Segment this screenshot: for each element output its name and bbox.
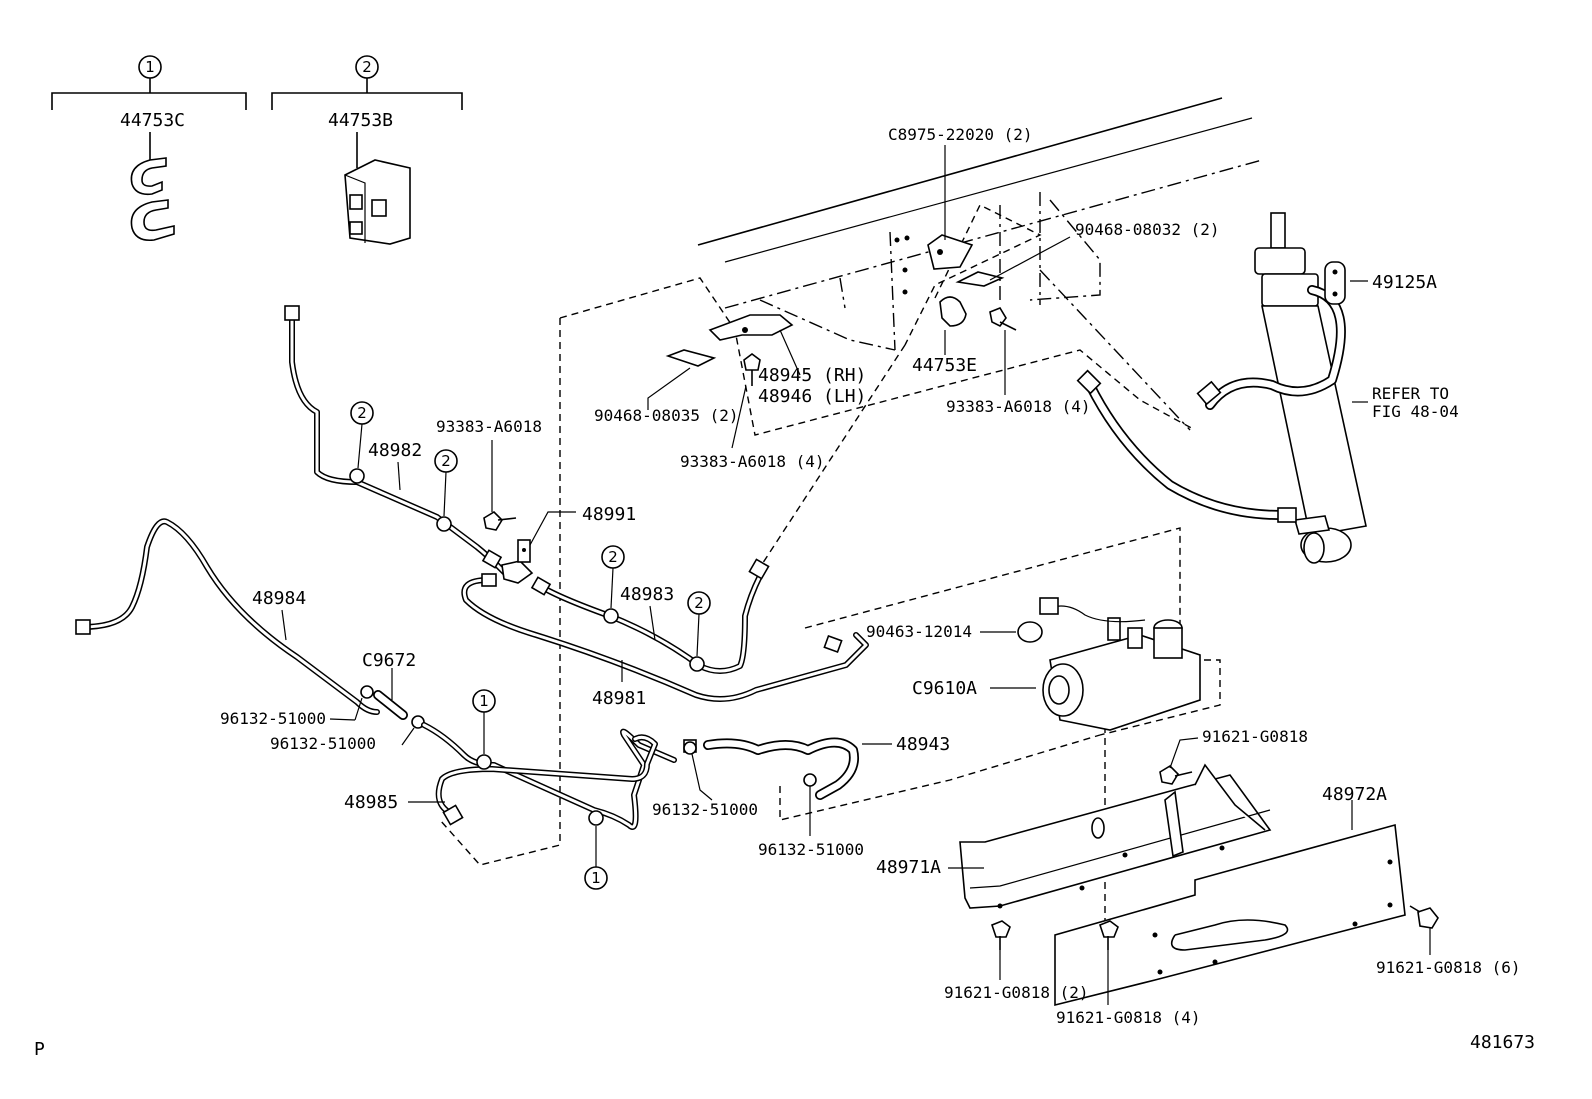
hose-to-cylinder bbox=[1076, 369, 1297, 523]
clamp-90463-12014 bbox=[980, 621, 1043, 643]
part-91621-4-label: 91621-G0818 (4) bbox=[1056, 1008, 1201, 1027]
dashed-reference-lines bbox=[439, 204, 1221, 930]
refer-to-label: REFER TO bbox=[1372, 384, 1449, 403]
part-96132-d-label: 96132-51000 bbox=[758, 840, 864, 859]
group-key-2-number: 2 bbox=[362, 58, 372, 76]
part-48982-label: 48982 bbox=[368, 440, 422, 461]
clip-44753B-icon bbox=[344, 159, 411, 245]
vehicle-frame-outline bbox=[697, 97, 1263, 431]
part-90468-08032-label: 90468-08032 (2) bbox=[1075, 220, 1220, 239]
part-48946-label: 48946 (LH) bbox=[758, 386, 866, 407]
part-C9672-label: C9672 bbox=[362, 650, 416, 671]
bracket-48972A bbox=[1054, 800, 1406, 1007]
part-93383-left-label: 93383-A6018 bbox=[436, 417, 542, 436]
part-49125A-label: 49125A bbox=[1372, 272, 1437, 293]
bolt-91621-top bbox=[1159, 737, 1199, 785]
bracket-48945 bbox=[708, 314, 801, 376]
bolt-93383-mid bbox=[731, 353, 761, 449]
part-90468-08035-label: 90468-08035 (2) bbox=[594, 406, 739, 425]
part-48983-label: 48983 bbox=[620, 584, 674, 605]
hose-c9672 bbox=[373, 668, 408, 720]
bolt-93383-left bbox=[483, 440, 517, 531]
pipe-48985 bbox=[421, 722, 697, 830]
part-91621-2-label: 91621-G0818 (2) bbox=[944, 983, 1089, 1002]
callout-1-b: 1 bbox=[591, 869, 601, 887]
part-96132-a-label: 96132-51000 bbox=[220, 709, 326, 728]
callout-2-a: 2 bbox=[357, 404, 367, 422]
part-48945-label: 48945 (RH) bbox=[758, 365, 866, 386]
pipe-48984 bbox=[75, 518, 380, 715]
group-key-2: 2 44753B bbox=[271, 55, 463, 245]
bolt-91621-6 bbox=[1409, 905, 1439, 955]
part-90463-label: 90463-12014 bbox=[866, 622, 972, 641]
pipe-48983 bbox=[530, 558, 770, 674]
part-44753B-label: 44753B bbox=[328, 110, 393, 131]
clamp-96132-d bbox=[803, 773, 817, 836]
part-93383-right-label: 93383-A6018 (4) bbox=[946, 397, 1091, 416]
bolt-91621-4 bbox=[1099, 920, 1119, 1005]
plate-49125A bbox=[1324, 261, 1368, 305]
bracket-48971A bbox=[959, 763, 1272, 909]
part-48985-label: 48985 bbox=[344, 792, 398, 813]
bracket-c8975 bbox=[927, 145, 974, 270]
cylinder-assembly bbox=[1196, 212, 1367, 564]
clip-90468-08035 bbox=[647, 349, 717, 410]
part-48972A-label: 48972A bbox=[1322, 784, 1387, 805]
clamp-96132-a bbox=[354, 685, 374, 721]
clip-44753C-icon bbox=[130, 157, 175, 242]
part-44753C-label: 44753C bbox=[120, 110, 185, 131]
part-93383-mid-label: 93383-A6018 (4) bbox=[680, 452, 825, 471]
callout-1-a: 1 bbox=[479, 692, 489, 710]
part-96132-b-label: 96132-51000 bbox=[270, 734, 376, 753]
part-C9610A-label: C9610A bbox=[912, 678, 977, 699]
junction-48991 bbox=[501, 511, 576, 584]
part-48981-label: 48981 bbox=[592, 688, 646, 709]
group-key-1: 1 44753C bbox=[51, 55, 247, 242]
hose-48943 bbox=[703, 737, 892, 800]
part-c8975-label: C8975-22020 (2) bbox=[888, 125, 1033, 144]
cushion-44753E bbox=[939, 296, 967, 355]
bolt-93383-right bbox=[989, 307, 1017, 395]
clamp-96132-b bbox=[401, 715, 425, 746]
part-48971A-label: 48971A bbox=[876, 857, 941, 878]
callout-2-d: 2 bbox=[694, 594, 704, 612]
part-91621-top-label: 91621-G0818 bbox=[1202, 727, 1308, 746]
bolt-91621-2 bbox=[991, 920, 1011, 980]
part-91621-6-label: 91621-G0818 (6) bbox=[1376, 958, 1521, 977]
pump-C9610A bbox=[990, 597, 1201, 731]
figure-number: 481673 bbox=[1470, 1032, 1535, 1053]
pipe-48981 bbox=[461, 573, 869, 702]
part-44753E-label: 44753E bbox=[912, 355, 977, 376]
clamp-96132-c bbox=[683, 741, 713, 801]
part-48943-label: 48943 bbox=[896, 734, 950, 755]
pipe-48982 bbox=[284, 305, 510, 578]
group-key-1-number: 1 bbox=[145, 58, 155, 76]
clip-90468-08032 bbox=[955, 236, 1071, 287]
fig-reference-label: FIG 48-04 bbox=[1372, 402, 1459, 421]
part-48991-label: 48991 bbox=[582, 504, 636, 525]
corner-mark: P bbox=[34, 1039, 45, 1060]
callout-2-b: 2 bbox=[441, 452, 451, 470]
part-96132-c-label: 96132-51000 bbox=[652, 800, 758, 819]
part-48984-label: 48984 bbox=[252, 588, 306, 609]
callout-2-c: 2 bbox=[608, 548, 618, 566]
